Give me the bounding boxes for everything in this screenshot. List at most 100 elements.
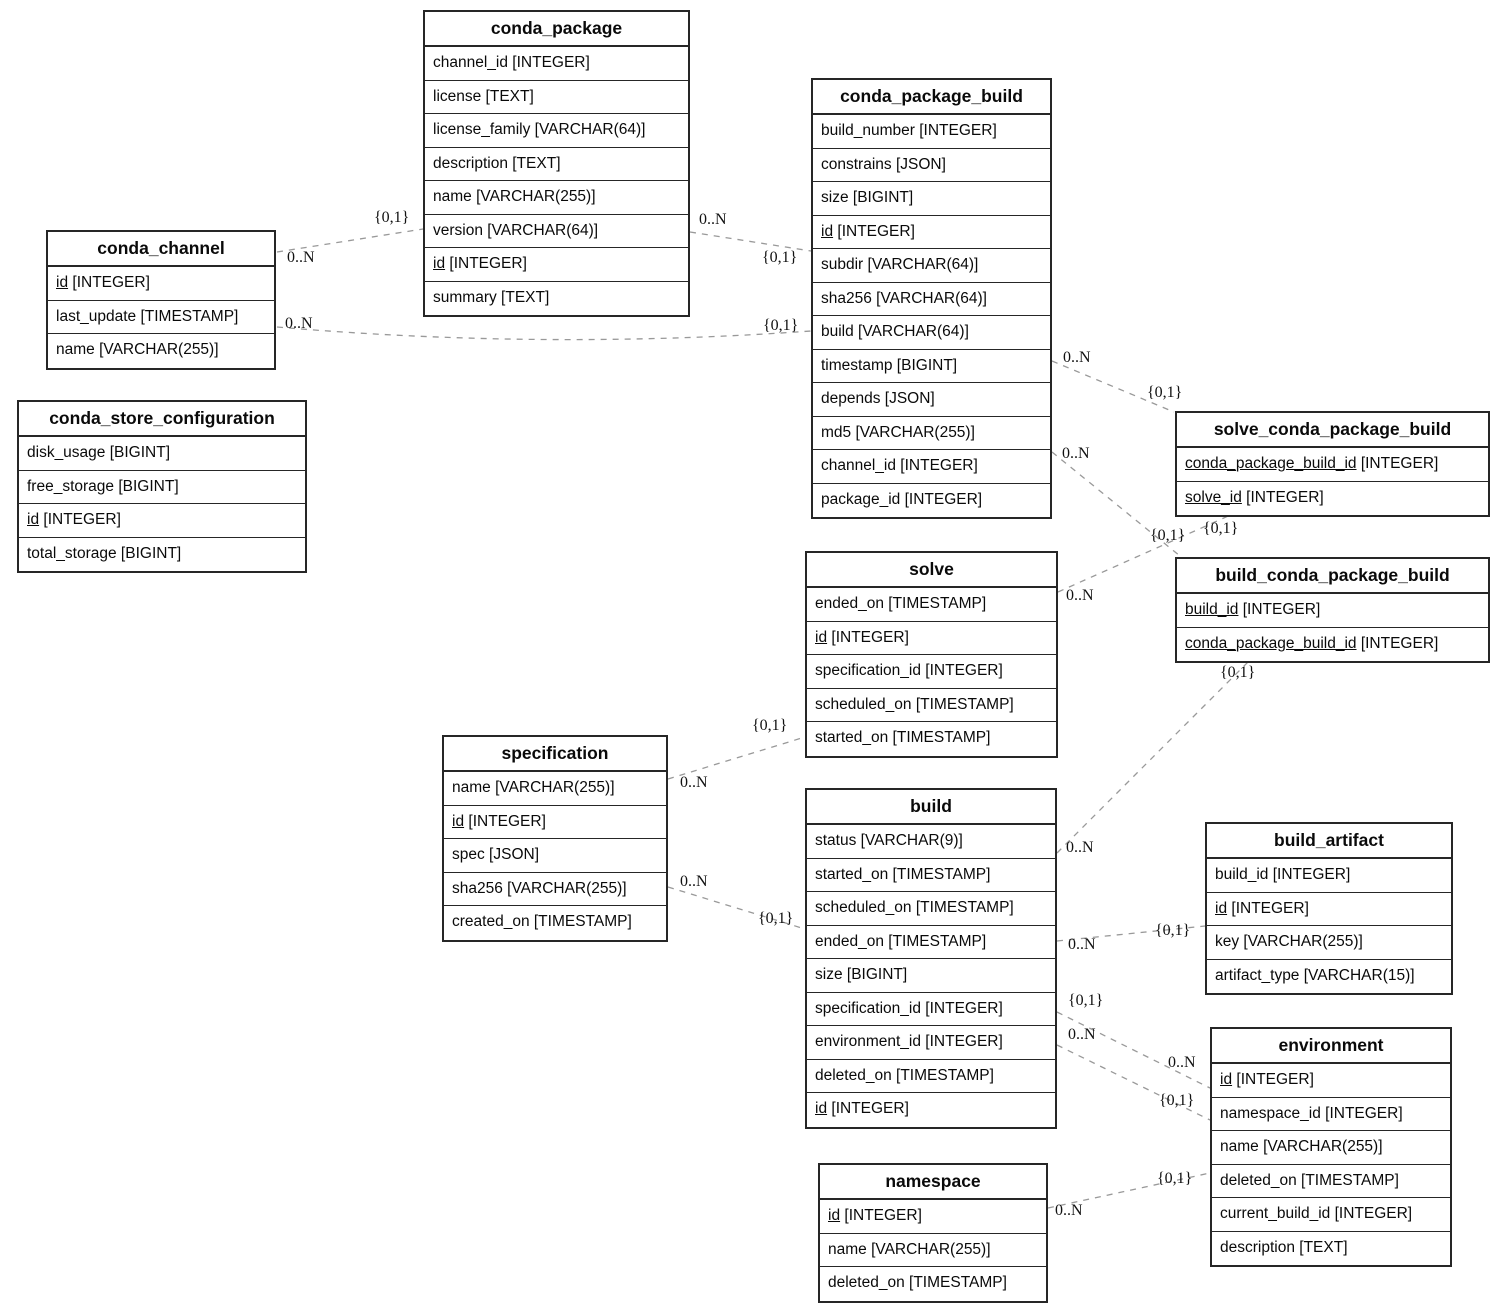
field-name: license — [433, 87, 482, 105]
field-name: key — [1215, 933, 1240, 950]
entity-column-id: id [INTEGER] — [807, 1093, 1055, 1127]
field-name: started_on — [815, 729, 889, 746]
cardinality-label: 0..N — [1066, 839, 1094, 856]
field-name: total_storage — [27, 544, 117, 562]
entity-column-specification_id: specification_id [INTEGER] — [807, 655, 1056, 689]
field-name: free_storage — [27, 477, 115, 495]
primary-key-field: id — [815, 628, 828, 646]
field-type: [TIMESTAMP] — [888, 865, 991, 883]
edge-build-environment — [1056, 1011, 1211, 1089]
entity-column-last_update: last_update [TIMESTAMP] — [48, 301, 274, 334]
entity-conda_package_build: conda_package_build build_number [INTEGER… — [811, 78, 1052, 519]
cardinality-label: {0,1} — [1150, 527, 1186, 544]
entity-column-free_storage: free_storage [BIGINT] — [19, 471, 305, 504]
primary-key-field: id — [1215, 899, 1228, 917]
field-type: [TIMESTAMP] — [911, 899, 1014, 916]
field-type: [INTEGER] — [900, 490, 983, 508]
cardinality-label: 0..N — [680, 774, 708, 791]
entity-column-scheduled_on: scheduled_on [TIMESTAMP] — [807, 892, 1055, 926]
field-name: environment_id — [815, 1033, 921, 1050]
field-type: [INTEGER] — [39, 511, 121, 528]
field-name: size — [821, 189, 849, 206]
field-type: [INTEGER] — [827, 1100, 909, 1117]
field-name: status — [815, 832, 857, 849]
entity-column-spec: spec [JSON] — [444, 839, 666, 873]
entity-column-conda_package_build_id: conda_package_build_id [INTEGER] — [1177, 628, 1488, 662]
entity-column-specification_id: specification_id [INTEGER] — [807, 993, 1055, 1026]
entity-column-name: name [VARCHAR(255)] — [444, 772, 666, 806]
field-name: name — [56, 341, 95, 358]
field-type: [TIMESTAMP] — [1296, 1171, 1399, 1189]
field-type: [VARCHAR(64)] — [530, 121, 646, 138]
field-type: [INTEGER] — [920, 662, 1003, 679]
entity-column-started_on: started_on [TIMESTAMP] — [807, 859, 1055, 892]
entity-column-channel_id: channel_id [INTEGER] — [813, 450, 1050, 484]
entity-column-id: id [INTEGER] — [1212, 1064, 1450, 1098]
field-type: [VARCHAR(255)] — [1239, 933, 1363, 950]
entity-title: conda_package_build — [813, 80, 1050, 115]
field-name: summary — [433, 288, 497, 306]
field-type: [VARCHAR(255)] — [866, 1240, 991, 1258]
field-name: size — [815, 966, 843, 983]
field-type: [BIGINT] — [892, 356, 958, 374]
field-type: [INTEGER] — [1268, 866, 1351, 883]
entity-title: conda_store_configuration — [19, 402, 305, 437]
cardinality-label: 0..N — [1063, 349, 1091, 366]
entity-column-deleted_on: deleted_on [TIMESTAMP] — [807, 1060, 1055, 1093]
field-name: build — [821, 323, 854, 340]
field-type: [VARCHAR(255)] — [471, 188, 596, 205]
entity-column-current_build_id: current_build_id [INTEGER] — [1212, 1198, 1450, 1232]
field-type: [INTEGER] — [1227, 899, 1309, 917]
field-name: current_build_id — [1220, 1205, 1331, 1222]
field-name: name — [433, 188, 472, 205]
field-name: version — [433, 221, 483, 239]
cardinality-label: 0..N — [1068, 936, 1096, 953]
entity-column-version: version [VARCHAR(64)] — [425, 215, 688, 248]
field-type: [TIMESTAMP] — [891, 1066, 994, 1084]
entity-column-package_id: package_id [INTEGER] — [813, 484, 1050, 518]
entity-title: solve_conda_package_build — [1177, 413, 1488, 448]
field-type: [INTEGER] — [1238, 601, 1321, 618]
field-name: deleted_on — [1220, 1171, 1297, 1189]
field-type: [INTEGER] — [1232, 1071, 1314, 1088]
field-type: [INTEGER] — [895, 457, 978, 474]
field-name: build_number — [821, 122, 915, 139]
primary-key-field: id — [433, 255, 446, 272]
field-name: constrains — [821, 155, 892, 173]
field-type: [INTEGER] — [1356, 634, 1439, 652]
cardinality-label: 0..N — [1068, 1026, 1096, 1043]
entity-column-total_storage: total_storage [BIGINT] — [19, 538, 305, 572]
field-type: [TIMESTAMP] — [529, 913, 632, 930]
field-name: channel_id — [821, 457, 896, 474]
entity-title: build_conda_package_build — [1177, 559, 1488, 594]
primary-key-field: solve_id — [1185, 488, 1242, 506]
field-type: [INTEGER] — [464, 812, 546, 830]
entity-column-artifact_type: artifact_type [VARCHAR(15)] — [1207, 960, 1451, 994]
entity-column-started_on: started_on [TIMESTAMP] — [807, 722, 1056, 756]
field-name: spec — [452, 846, 485, 863]
entity-column-id: id [INTEGER] — [425, 248, 688, 282]
field-name: description — [433, 154, 508, 172]
field-name: specification_id — [815, 662, 921, 679]
field-type: [BIGINT] — [114, 477, 179, 495]
field-name: created_on — [452, 913, 530, 930]
entity-column-created_on: created_on [TIMESTAMP] — [444, 906, 666, 940]
entity-title: environment — [1212, 1029, 1450, 1064]
entity-column-scheduled_on: scheduled_on [TIMESTAMP] — [807, 689, 1056, 722]
edge-specification-solve — [667, 736, 806, 780]
cardinality-label: 0..N — [1062, 445, 1090, 462]
edge-conda_channel-conda_package_build — [276, 326, 812, 341]
entity-column-summary: summary [TEXT] — [425, 282, 688, 316]
entity-column-depends: depends [JSON] — [813, 383, 1050, 417]
field-name: deleted_on — [815, 1066, 892, 1084]
field-type: [VARCHAR(255)] — [94, 341, 219, 358]
primary-key-field: id — [828, 1207, 841, 1224]
field-type: [VARCHAR(255)] — [490, 779, 615, 796]
cardinality-label: 0..N — [285, 315, 313, 332]
entity-column-sha256: sha256 [VARCHAR(64)] — [813, 283, 1050, 316]
entity-column-license_family: license_family [VARCHAR(64)] — [425, 114, 688, 148]
